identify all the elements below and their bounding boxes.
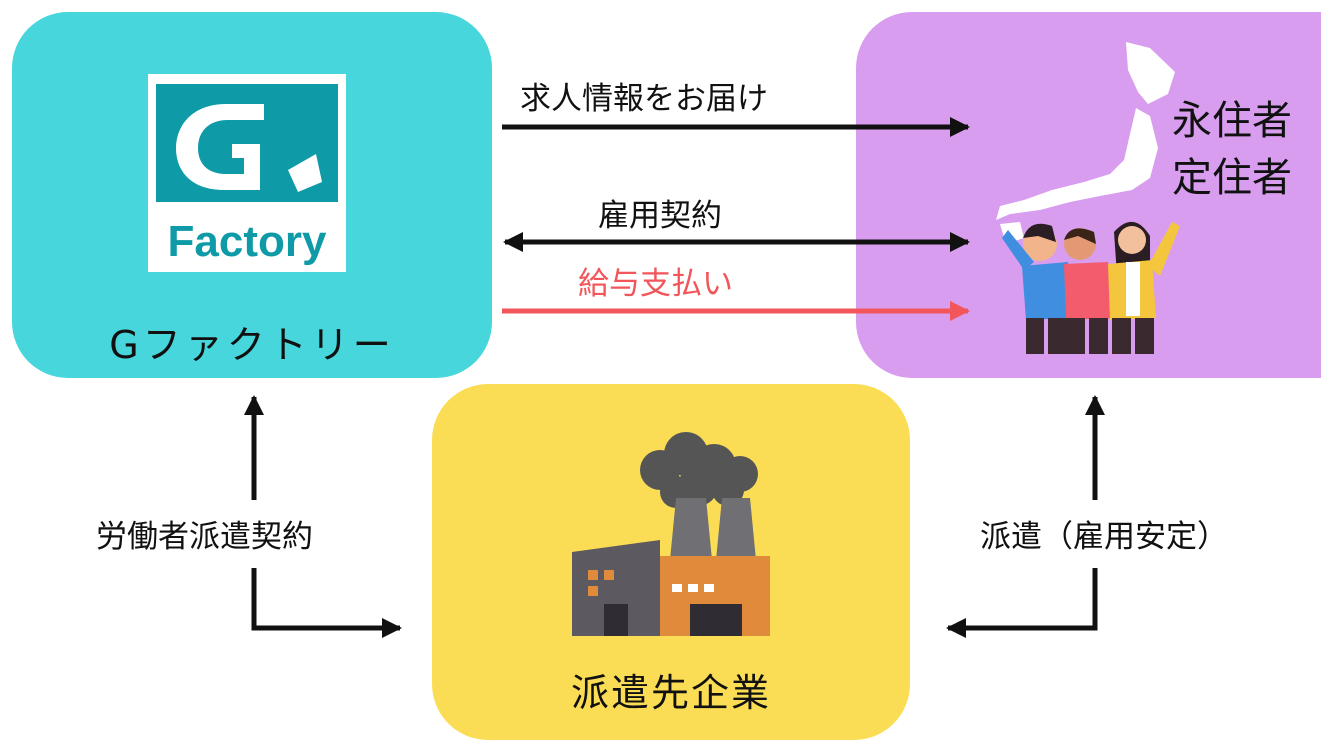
label-dispatch-contract: 労働者派遣契約 bbox=[96, 519, 313, 555]
label-employment: 雇用契約 bbox=[598, 198, 722, 234]
client-company-name: 派遣先企業 bbox=[570, 671, 771, 715]
g-factory-logo: Factory bbox=[148, 74, 346, 272]
label-salary: 給与支払い bbox=[578, 266, 733, 302]
workers-label-permanent: 永住者 bbox=[1172, 98, 1292, 144]
label-job-info: 求人情報をお届け bbox=[520, 81, 768, 117]
g-factory-box: Gファクトリー bbox=[12, 12, 492, 378]
logo-g-letter bbox=[176, 104, 264, 190]
logo-cube bbox=[288, 154, 322, 192]
workers-label-long-term: 定住者 bbox=[1172, 155, 1292, 201]
arrow-dispatch-stability bbox=[946, 568, 1098, 638]
label-dispatch-stability: 派遣（雇用安定） bbox=[980, 519, 1228, 555]
g-factory-name: Gファクトリー bbox=[109, 323, 395, 367]
logo-wordmark: Factory bbox=[168, 217, 327, 266]
arrow-dispatch-contract bbox=[251, 568, 402, 638]
